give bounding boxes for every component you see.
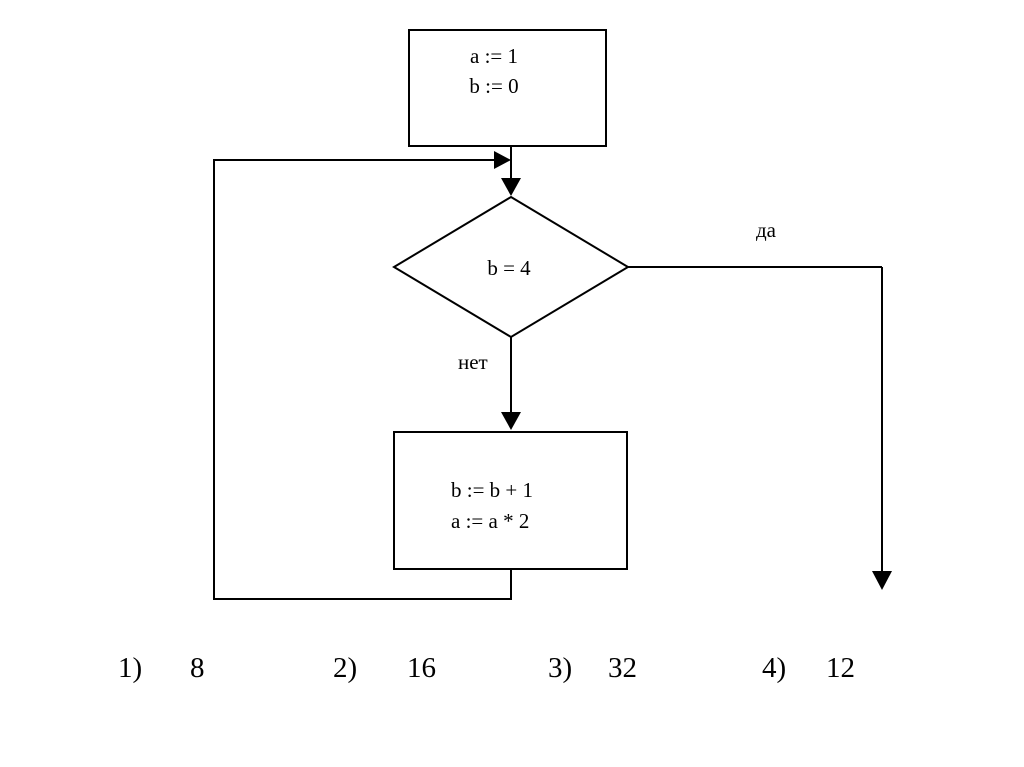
answer-value: 32	[608, 652, 637, 684]
init-block-box	[408, 29, 607, 147]
exit-arrowhead	[872, 571, 892, 590]
answer-options: 1) 8 2) 16 3) 32 4) 12	[0, 652, 1024, 692]
loop-back-connector	[213, 159, 512, 600]
init-block-line-b: b := 0	[469, 74, 518, 98]
answer-number: 2)	[333, 652, 358, 684]
answer-value: 16	[407, 652, 436, 684]
loop-back-arrowhead	[494, 151, 511, 169]
body-block-line-b: b := b + 1	[451, 478, 533, 502]
body-block-line-a: a := a * 2	[451, 509, 529, 533]
answer-number: 3)	[548, 652, 573, 684]
arrowhead-into-body	[501, 412, 521, 430]
answer-value: 12	[826, 652, 855, 684]
answer-value: 8	[190, 652, 205, 684]
condition-label: b = 4	[487, 256, 531, 280]
answer-number: 1)	[118, 652, 143, 684]
init-block-line-a: a := 1	[470, 44, 518, 68]
body-block: b := b + 1 a := a * 2	[393, 431, 628, 570]
yes-label: да	[756, 218, 777, 242]
init-block: a := 1 b := 0	[408, 29, 607, 147]
body-block-box	[393, 431, 628, 570]
condition-block: b = 4	[392, 195, 630, 339]
arrowhead-into-condition	[501, 178, 521, 196]
no-label: нет	[458, 350, 488, 374]
answer-number: 4)	[762, 652, 787, 684]
